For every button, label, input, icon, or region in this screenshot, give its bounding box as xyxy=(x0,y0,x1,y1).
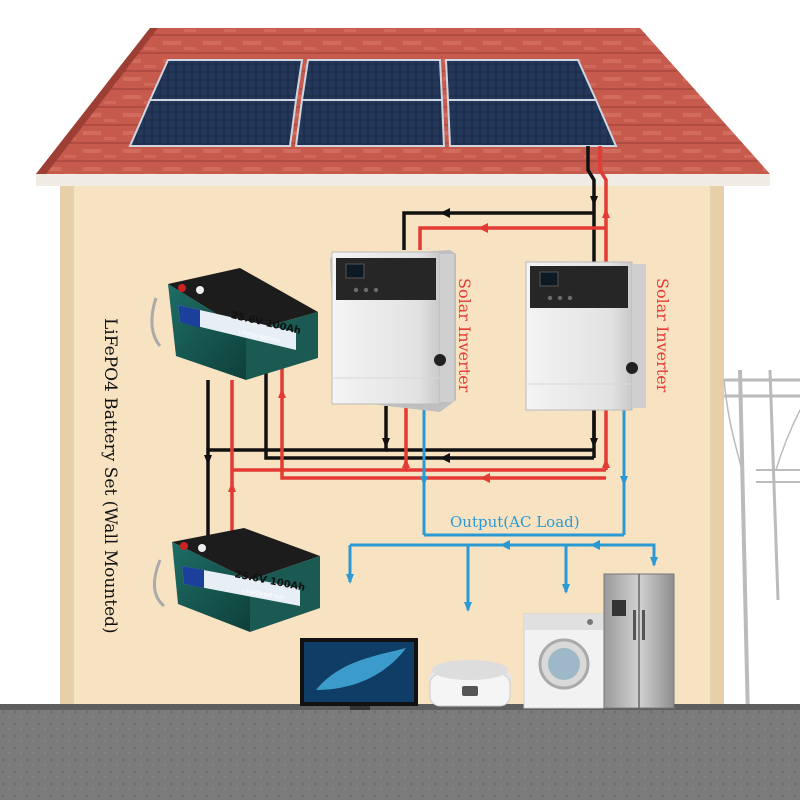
battery-icon xyxy=(153,528,320,632)
washing-machine-icon xyxy=(523,613,605,709)
dc-positive-wires xyxy=(230,146,608,540)
output-label: Output(AC Load) xyxy=(450,513,580,531)
dc-negative-wires xyxy=(206,146,596,540)
power-pole-icon xyxy=(723,369,800,721)
rice-cooker-icon xyxy=(428,660,512,707)
tv-icon xyxy=(300,638,418,710)
inverter-icon xyxy=(525,261,646,411)
solar-panel-icon xyxy=(128,59,618,147)
ac-arrows xyxy=(346,476,658,612)
refrigerator-icon xyxy=(603,573,675,709)
inverter-1-label: Solar Inverter xyxy=(455,278,474,393)
battery-set-label: LiFePO4 Battery Set (Wall Mounted) xyxy=(100,318,120,634)
inverter-icon xyxy=(330,250,456,412)
battery-icon xyxy=(150,268,318,380)
ground xyxy=(0,708,800,800)
inverter-2-label: Solar Inverter xyxy=(653,278,672,393)
